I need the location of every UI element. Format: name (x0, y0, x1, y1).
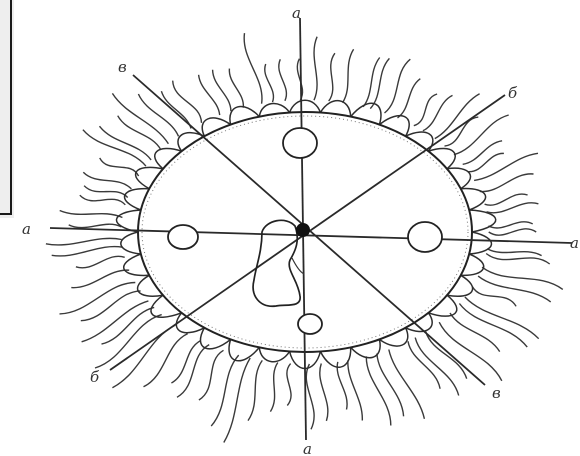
tentacle (199, 350, 224, 400)
tentacle (112, 93, 168, 143)
ruffle-loop (351, 339, 380, 357)
tentacle (81, 291, 141, 321)
tentacle (472, 287, 516, 307)
ruffle-loop (230, 107, 259, 125)
ruffle-loop (155, 149, 182, 169)
tentacle (265, 64, 274, 102)
tentacle (337, 362, 347, 410)
ruffle-loop (229, 339, 259, 360)
tentacle (287, 364, 291, 406)
tentacle (377, 354, 404, 417)
label-a-right: a (570, 234, 579, 252)
tentacle (60, 283, 136, 314)
tentacle (363, 58, 380, 107)
tentacle (366, 356, 391, 425)
tentacle (489, 229, 537, 235)
tentacle (138, 94, 178, 136)
tentacle (76, 256, 125, 268)
label-axis-top: a (292, 4, 301, 22)
left-circle (168, 225, 198, 249)
tentacle (468, 153, 504, 171)
tentacle (199, 75, 220, 115)
tentacle (82, 301, 149, 342)
nucleus-detail (292, 258, 304, 274)
tentacle (52, 247, 123, 256)
ruffle-loop (125, 189, 150, 210)
tentacle (450, 313, 500, 352)
tentacle (485, 194, 528, 205)
tentacle (445, 117, 479, 146)
tentacle (60, 211, 123, 218)
tentacle (314, 37, 317, 100)
tentacle (306, 364, 314, 429)
tentacle (487, 249, 541, 256)
tentacle (474, 153, 538, 180)
tentacle (100, 126, 152, 160)
ruffle-loop (406, 313, 433, 332)
tentacle (343, 49, 354, 103)
tentacle (224, 358, 250, 443)
ruffle-loop (428, 295, 456, 316)
tentacle (329, 53, 335, 101)
tentacle (463, 141, 502, 165)
tentacle (112, 325, 175, 387)
center-point (296, 223, 310, 237)
tentacle (118, 116, 161, 150)
label-a-left: a (22, 220, 31, 238)
tentacle (423, 95, 453, 130)
ruffle-loop (136, 167, 163, 188)
label-v-top-left: в (118, 58, 127, 76)
ruffle-loop (176, 313, 204, 333)
tentacle (370, 58, 389, 108)
tentacle (348, 360, 362, 420)
ruffle-loop (428, 149, 455, 169)
tentacle (435, 94, 480, 139)
tentacle (398, 79, 421, 118)
label-axis-bottom: a (303, 440, 312, 456)
tentacle (459, 304, 527, 348)
tentacle (83, 172, 131, 189)
tentacle (229, 69, 243, 108)
tentacle (454, 115, 509, 155)
tentacle (46, 238, 122, 245)
tentacle (482, 267, 563, 289)
tentacle (244, 33, 262, 104)
label-v-bottom-right: в (492, 384, 501, 402)
tentacle (69, 224, 122, 227)
ruffle-loop (290, 100, 321, 112)
tentacle (80, 195, 126, 205)
top-circle (283, 128, 317, 158)
ruffle-loop (461, 254, 484, 275)
tentacle (173, 81, 202, 123)
tentacle (279, 59, 287, 101)
right-circle (408, 222, 442, 252)
ruffle-loop (124, 254, 150, 275)
tentacle (213, 70, 231, 111)
bottom-circle (298, 314, 322, 334)
label-b-top-right: б (508, 84, 518, 102)
label-b-bottom-left: б (90, 368, 100, 386)
tentacle (248, 360, 262, 420)
tentacle (270, 363, 277, 412)
tentacle (320, 364, 328, 421)
tentacle (415, 338, 459, 396)
tentacle (84, 186, 128, 198)
tentacle (100, 158, 139, 176)
